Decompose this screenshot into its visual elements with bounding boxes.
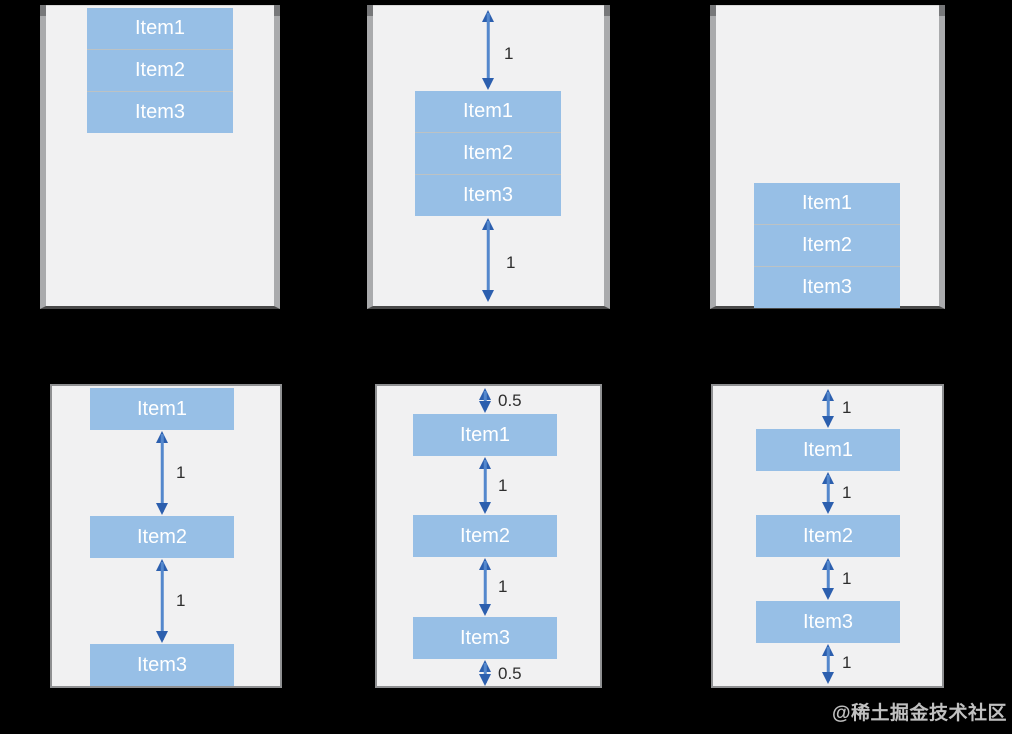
flex-item: Item2 [90,516,234,558]
flex-item: Item3 [413,617,557,659]
panel-justify-space-around: 0.5 Item1 1 Item2 1 Item3 0.5 [375,384,602,688]
arrow-shaft [826,647,830,681]
flex-item: Item1 [413,414,557,456]
spacing-arrow-icon [156,559,168,643]
panel-justify-space-evenly: 1 Item1 1 Item2 1 Item3 1 [711,384,944,688]
panel-border-cap [604,5,610,16]
flex-item: Item1 [756,429,900,471]
spacing-arrow-icon [482,218,494,302]
flex-item: Item3 [754,266,900,308]
spacing-ratio-label: 1 [176,463,186,482]
flex-item: Item1 [754,183,900,224]
spacing-ratio-label: 1 [498,476,508,495]
flex-item: Item1 [90,388,234,430]
flex-item: Item2 [413,515,557,557]
arrow-shaft [483,460,487,511]
flex-item: Item3 [415,174,561,216]
item-stack: Item1 Item2 Item3 [87,8,233,133]
panel-justify-flex-end: Item1 Item2 Item3 [710,5,945,309]
spacing-arrow-icon [479,558,491,616]
arrow-shaft [486,13,490,87]
watermark: @稀土掘金技术社区 [831,703,1007,724]
spacing-ratio-label: 1 [842,569,852,588]
spacing-arrow-icon [479,660,491,686]
arrow-shaft [826,392,830,425]
spacing-ratio-label: 1 [498,577,508,596]
spacing-ratio-label: 1 [504,44,514,63]
flex-item: Item2 [415,132,561,174]
spacing-arrow-icon [822,389,834,428]
flex-item: Item2 [754,224,900,266]
panel-border-cap [710,5,716,16]
panel-justify-center: 1 Item1 Item2 Item3 1 [367,5,610,309]
flex-item: Item2 [756,515,900,557]
arrow-shaft [160,434,164,512]
spacing-arrow-icon [822,558,834,600]
spacing-arrow-icon [822,472,834,514]
panel-border-cap [40,5,46,16]
spacing-arrow-icon [482,10,494,90]
item-stack: Item1 Item2 Item3 [754,183,900,308]
flex-item: Item1 [415,91,561,132]
panel-justify-flex-start: Item1 Item2 Item3 [40,5,280,309]
flex-item: Item1 [87,8,233,49]
arrow-shaft [483,561,487,613]
arrow-shaft [826,475,830,511]
item-stack: Item1 Item2 Item3 [415,91,561,216]
spacing-ratio-label: 1 [842,398,852,417]
panel-border-cap [274,5,280,16]
spacing-ratio-label: 1 [842,653,852,672]
spacing-ratio-label: 0.5 [498,664,522,683]
flex-item: Item3 [87,91,233,133]
arrow-shaft [483,391,487,410]
spacing-arrow-icon [479,388,491,413]
spacing-arrow-icon [822,644,834,684]
spacing-ratio-label: 0.5 [498,391,522,410]
panel-border-cap [939,5,945,16]
flex-item: Item2 [87,49,233,91]
flex-item: Item3 [90,644,234,686]
spacing-arrow-icon [156,431,168,515]
spacing-arrow-icon [479,457,491,514]
panel-border-cap [367,5,373,16]
panel-justify-space-between: Item1 1 Item2 1 Item3 [50,384,282,688]
spacing-ratio-label: 1 [842,483,852,502]
flex-item: Item3 [756,601,900,643]
spacing-ratio-label: 1 [506,253,516,272]
arrow-shaft [486,221,490,299]
arrow-shaft [160,562,164,640]
spacing-ratio-label: 1 [176,591,186,610]
arrow-shaft [483,663,487,683]
arrow-shaft [826,561,830,597]
